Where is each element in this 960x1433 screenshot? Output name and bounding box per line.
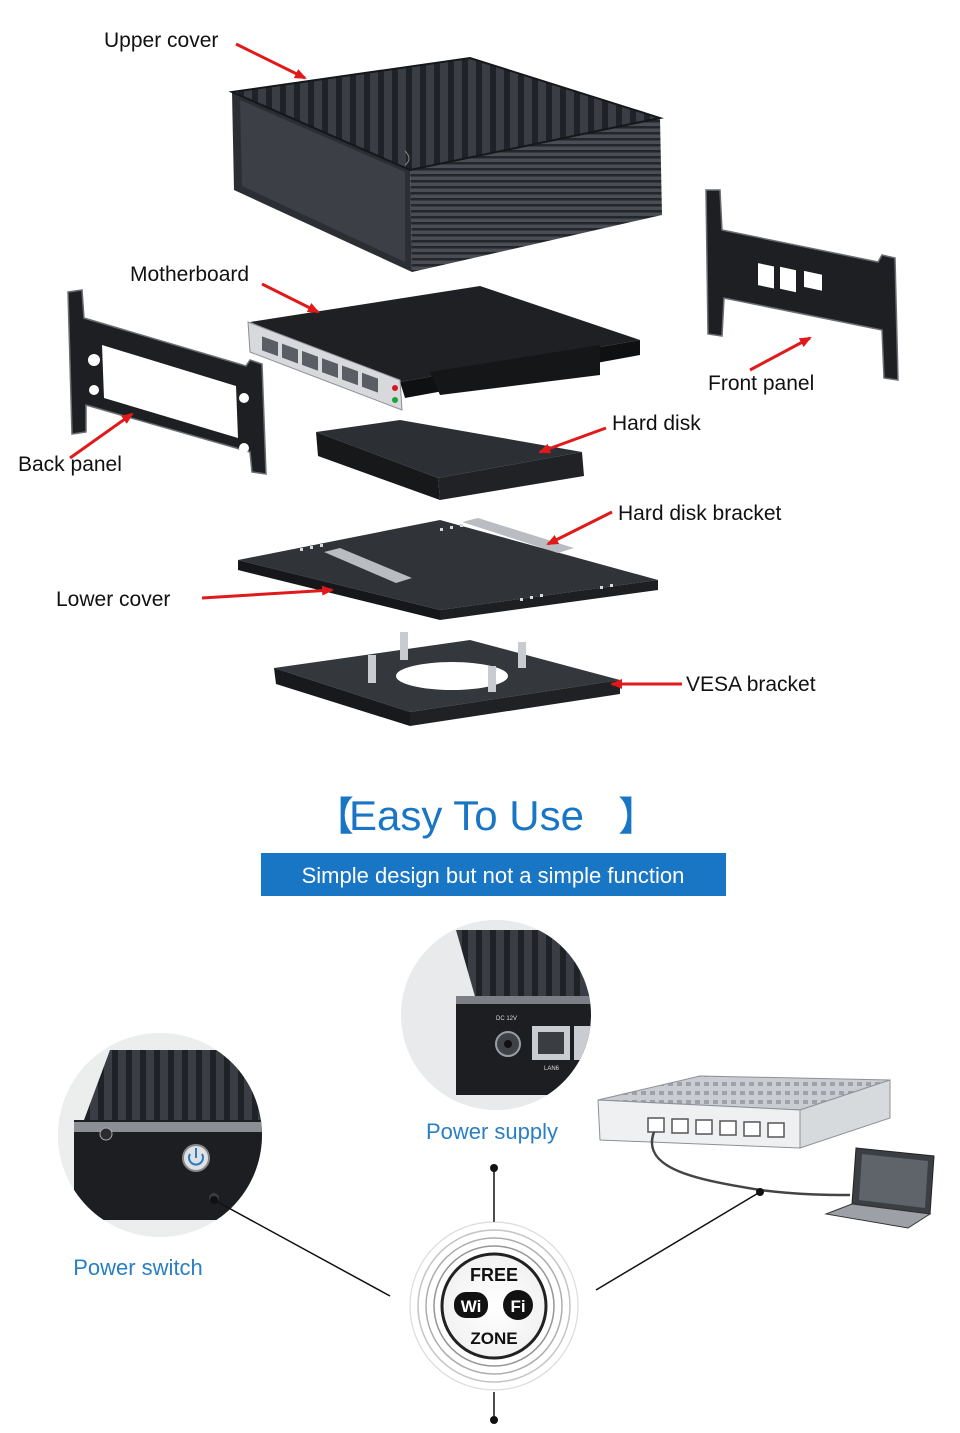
badge-free-text: FREE: [470, 1265, 518, 1285]
subtitle-text: Simple design but not a simple function: [302, 863, 685, 888]
router-illustration: [597, 1075, 891, 1197]
label-vesa-bracket: VESA bracket: [686, 673, 816, 696]
wifi-free-zone-badge: FREE Wi Fi ZONE: [409, 1221, 579, 1391]
back-panel-part: [67, 289, 267, 475]
power-supply-photo: DC 12V LAN6: [401, 920, 591, 1110]
label-hard-disk: Hard disk: [612, 412, 701, 435]
port-dc-label: DC 12V: [496, 1016, 517, 1022]
vesa-bracket-part: [274, 632, 620, 726]
front-panel-part: [705, 189, 899, 454]
connector-lines: [213, 1168, 761, 1420]
label-power-switch: Power switch: [73, 1255, 203, 1280]
upper-cover-part: [228, 56, 664, 272]
title-bracket-right: 】: [618, 795, 658, 839]
lower-cover-part: [238, 518, 658, 620]
section-title: Easy To Use: [349, 792, 584, 839]
subtitle-banner: [261, 853, 726, 896]
callout-arrows: [69, 42, 812, 689]
label-hard-disk-bracket: Hard disk bracket: [618, 502, 782, 525]
motherboard-part: [247, 286, 640, 411]
power-switch-photo: [58, 1033, 262, 1237]
badge-zone-text: ZONE: [470, 1329, 517, 1348]
hard-disk-part: [316, 420, 584, 500]
badge-fi-text: Fi: [510, 1297, 525, 1316]
title-bracket-left: 【: [314, 795, 354, 839]
connector-dots: [210, 1164, 764, 1424]
label-front-panel: Front panel: [708, 372, 814, 395]
label-lower-cover: Lower cover: [56, 588, 170, 611]
port-lan-label: LAN6: [544, 1066, 560, 1072]
laptop-illustration: [824, 1147, 935, 1229]
label-motherboard: Motherboard: [130, 263, 249, 286]
badge-wi-text: Wi: [461, 1297, 482, 1316]
label-upper-cover: Upper cover: [104, 29, 218, 52]
label-back-panel: Back panel: [18, 453, 122, 476]
label-power-supply: Power supply: [426, 1119, 558, 1144]
